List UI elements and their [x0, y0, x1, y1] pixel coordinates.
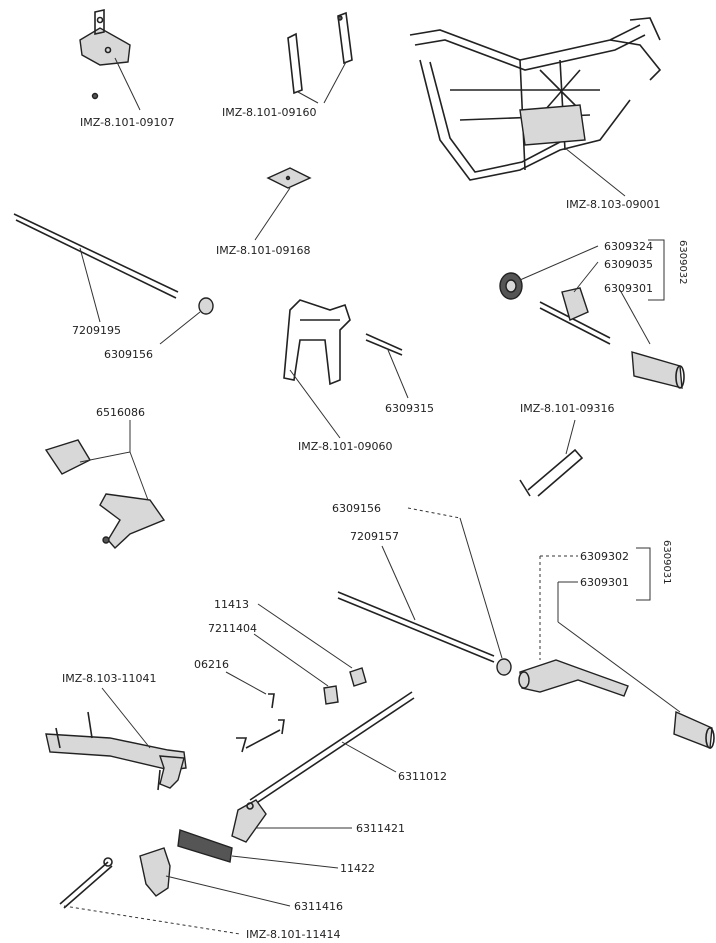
label-plate-09168: IMZ-8.101-09168 — [216, 244, 311, 257]
bracket-group-6309031 — [636, 547, 651, 601]
label-grip-11422: 11422 — [340, 862, 375, 875]
label-cable-6311012: 6311012 — [398, 770, 447, 783]
label-part-6309035: 6309035 — [604, 258, 653, 271]
rod-11414-drawing — [59, 857, 241, 935]
washer-6309156-top-drawing — [159, 297, 214, 345]
grip-cluster-top-drawing — [499, 245, 685, 389]
plate-09168-drawing — [254, 167, 312, 241]
grip-11422-drawing — [177, 829, 339, 869]
label-part-6309302: 6309302 — [580, 550, 629, 563]
label-part-6309324: 6309324 — [604, 240, 653, 253]
label-studs-09160: IMZ-8.101-09160 — [222, 106, 317, 119]
label-arm-6311416: 6311416 — [294, 900, 343, 913]
label-bolt-7211404: 7211404 — [208, 622, 257, 635]
label-axle-7209195: 7209195 — [72, 324, 121, 337]
hinge-6516086-drawing — [44, 420, 166, 550]
label-group-6309032: 6309032 — [677, 240, 688, 285]
axle-7209157-drawing — [337, 545, 495, 663]
label-part-6309301-mid: 6309301 — [580, 576, 629, 589]
label-bracket-09107: IMZ-8.101-09107 — [80, 116, 175, 129]
pin-06216-drawing — [225, 671, 285, 753]
label-hinge-6516086: 6516086 — [96, 406, 145, 419]
axle-7209195-drawing — [13, 213, 179, 323]
label-axle-7209157: 7209157 — [350, 530, 399, 543]
stand-09060-drawing — [283, 299, 351, 439]
label-pin-06216: 06216 — [194, 658, 229, 671]
label-lever-11041: IMZ-8.103-11041 — [62, 672, 157, 685]
grip-cluster-mid-drawing — [518, 555, 715, 749]
label-pedal-6311421: 6311421 — [356, 822, 405, 835]
lever-11041-drawing — [45, 687, 187, 791]
arm-6311416-drawing — [139, 847, 291, 907]
label-part-6309301-top: 6309301 — [604, 282, 653, 295]
studs-09160-drawing — [287, 11, 353, 104]
bracket-09107-drawing — [79, 9, 141, 111]
nut-11413-drawing — [257, 603, 367, 687]
bolt-7211404-drawing — [253, 633, 339, 705]
pin-6309315-drawing — [365, 333, 409, 399]
label-washer-6309156-mid: 6309156 — [332, 502, 381, 515]
label-frame-09001: IMZ-8.103-09001 — [566, 198, 661, 211]
frame-09001-drawing — [409, 17, 662, 197]
label-group-6309031: 6309031 — [661, 540, 672, 585]
cable-6311012-drawing — [249, 691, 415, 807]
label-clip-09316: IMZ-8.101-09316 — [520, 402, 615, 415]
bracket-group-6309032 — [648, 239, 665, 301]
label-rod-11414: IMZ-8.101-11414 — [246, 928, 341, 941]
clip-09316-drawing — [519, 419, 584, 497]
washer-6309156-mid-drawing — [407, 507, 512, 676]
label-nut-11413: 11413 — [214, 598, 249, 611]
label-stand-09060: IMZ-8.101-09060 — [298, 440, 393, 453]
label-pin-6309315: 6309315 — [385, 402, 434, 415]
label-washer-6309156-top: 6309156 — [104, 348, 153, 361]
pedal-6311421-drawing — [231, 799, 352, 843]
